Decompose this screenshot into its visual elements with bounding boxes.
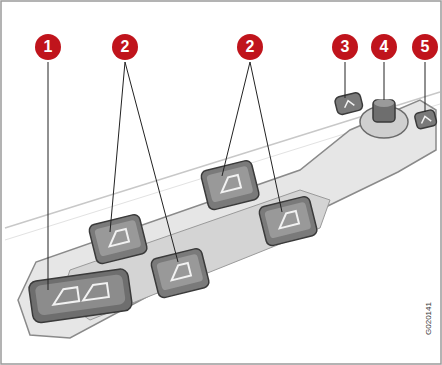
button-3 bbox=[334, 92, 364, 116]
switch-2 bbox=[150, 247, 210, 298]
switch-panel bbox=[18, 100, 436, 338]
callout-number: 2 bbox=[237, 34, 263, 60]
callout-number: 1 bbox=[35, 34, 61, 60]
leader-lines bbox=[48, 62, 425, 290]
figure-code: G020141 bbox=[423, 301, 432, 336]
button-5 bbox=[414, 109, 437, 129]
callout-number: 3 bbox=[332, 34, 358, 60]
switch-2 bbox=[88, 213, 148, 264]
callout-number: 2 bbox=[112, 34, 138, 60]
callout-number: 4 bbox=[371, 34, 397, 60]
switch-2 bbox=[200, 159, 260, 210]
callout-number: 5 bbox=[412, 34, 438, 60]
switch-1 bbox=[28, 268, 133, 324]
switch-2 bbox=[258, 195, 318, 246]
mirror-knob bbox=[360, 99, 408, 138]
